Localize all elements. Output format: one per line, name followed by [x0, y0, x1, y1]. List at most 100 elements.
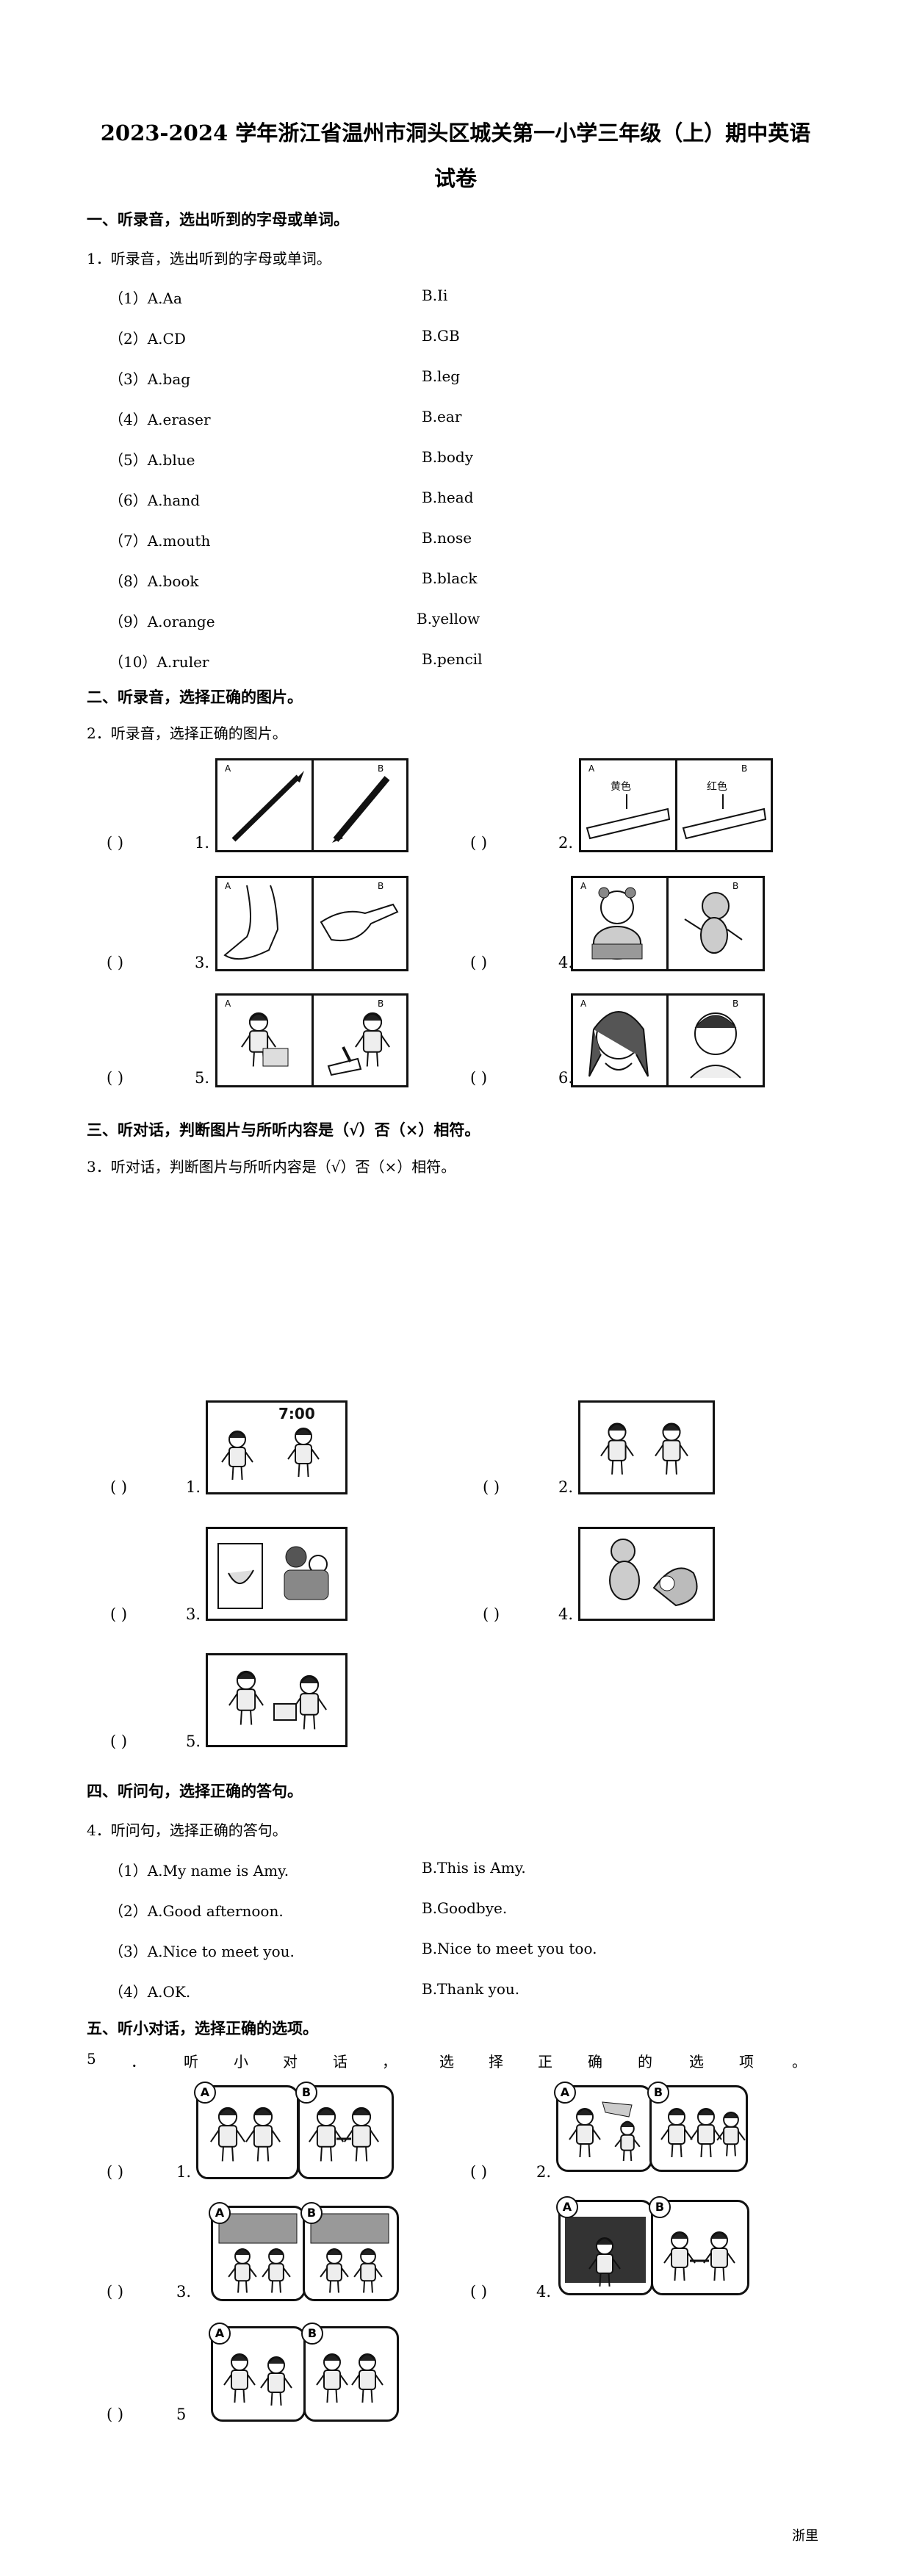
option-a[interactable]: （4）A.eraser [109, 411, 211, 428]
option-b[interactable]: B.body [422, 448, 473, 466]
option-b[interactable]: B.pencil [422, 650, 483, 668]
dialogue-drawing [218, 2213, 298, 2293]
option-a[interactable]: （3）A.Nice to meet you. [109, 1943, 295, 1960]
option-b[interactable]: B.GB [422, 327, 460, 345]
answer-blank[interactable]: ( ) [470, 834, 488, 852]
option-b[interactable]: B.Goodbye. [422, 1899, 508, 1917]
option-a[interactable]: （2）A.Good afternoon. [109, 1902, 284, 1920]
option-a-picture[interactable]: A [194, 2082, 299, 2179]
option-b-picture[interactable] [314, 878, 406, 969]
answer-blank[interactable]: ( ) [470, 1069, 488, 1087]
option-b[interactable]: B.Thank you. [422, 1980, 520, 1998]
option-a-picture[interactable]: A [554, 2082, 652, 2172]
option-b-picture[interactable] [314, 760, 406, 850]
question-5-char: 的 [638, 2053, 652, 2070]
answer-blank[interactable]: ( ) [107, 834, 124, 852]
option-b-label: B [732, 999, 739, 1009]
answer-blank[interactable]: ( ) [110, 1733, 128, 1750]
answer-blank[interactable]: ( ) [107, 2163, 124, 2181]
question-number: 2. [558, 1478, 574, 1496]
option-a-drawing [591, 887, 643, 960]
option-b-picture[interactable]: B [301, 2323, 399, 2422]
option-b[interactable]: B.nose [422, 529, 472, 547]
answer-blank[interactable]: ( ) [107, 2406, 124, 2423]
dialogue-drawing [310, 2213, 389, 2293]
question-number: 1. [186, 1478, 201, 1496]
option-b-picture[interactable]: B [647, 2082, 748, 2172]
answer-blank[interactable]: ( ) [107, 2283, 124, 2300]
option-a-picture[interactable] [573, 996, 666, 1085]
answer-blank[interactable]: ( ) [483, 1478, 500, 1496]
dialogue-picture [578, 1527, 715, 1621]
option-b[interactable]: B.leg [422, 367, 461, 385]
option-b-picture[interactable]: 红色 [677, 760, 771, 850]
option-b[interactable]: B.ear [422, 408, 462, 425]
option-a-picture[interactable] [573, 878, 666, 969]
option-a[interactable]: （9）A.orange [109, 613, 215, 630]
option-a[interactable]: （7）A.mouth [109, 532, 211, 550]
option-a-drawing [231, 771, 304, 842]
option-a-picture[interactable]: A [209, 2323, 306, 2422]
answer-blank[interactable]: ( ) [470, 954, 488, 971]
option-a-label: A [580, 999, 587, 1009]
section-5-heading: 五、听小对话，选择正确的选项。 [87, 2019, 318, 2037]
option-a[interactable]: （10）A.ruler [109, 653, 209, 671]
option-a-picture[interactable] [217, 878, 312, 969]
question-number: 5. [195, 1069, 210, 1087]
question-3: 3．听对话，判断图片与所听内容是（√）否（×）相符。 [87, 1158, 456, 1176]
dialogue-drawing [223, 2353, 292, 2406]
option-a-label: A [588, 763, 595, 774]
option-a-label: A [554, 2082, 576, 2104]
question-number: 2. [558, 834, 574, 852]
answer-blank[interactable]: ( ) [470, 2163, 488, 2181]
option-a-picture[interactable]: A [209, 2202, 306, 2301]
option-a-picture[interactable]: 黄色 [581, 760, 675, 850]
option-b[interactable]: B.Nice to meet you too. [422, 1940, 597, 1957]
answer-blank[interactable]: ( ) [470, 2283, 488, 2300]
question-5-char: 话 [333, 2053, 348, 2070]
option-a-picture[interactable] [217, 760, 312, 850]
option-a[interactable]: （1）A.Aa [109, 289, 182, 307]
option-b-label: B [741, 763, 748, 774]
answer-blank[interactable]: ( ) [483, 1605, 500, 1623]
section-2-heading: 二、听录音，选择正确的图片。 [87, 688, 303, 706]
option-a[interactable]: （8）A.book [109, 572, 199, 590]
option-b[interactable]: B.black [422, 569, 478, 587]
option-a-picture[interactable]: A [556, 2196, 653, 2295]
option-b-picture[interactable] [669, 878, 763, 969]
answer-blank[interactable]: ( ) [107, 1069, 124, 1087]
dialogue-drawing [609, 1539, 698, 1607]
option-a[interactable]: （6）A.hand [109, 492, 201, 509]
option-b-drawing [690, 1012, 741, 1079]
option-a-picture[interactable] [217, 996, 312, 1085]
answer-blank[interactable]: ( ) [110, 1605, 128, 1623]
answer-blank[interactable]: ( ) [107, 954, 124, 971]
question-number: 4. [558, 1605, 574, 1623]
question-number: 1. [195, 834, 210, 852]
dialogue-drawing [660, 2108, 746, 2158]
option-a[interactable]: （4）A.OK. [109, 1983, 191, 2001]
option-a[interactable]: （5）A.blue [109, 451, 195, 469]
question-number: 4. [536, 2283, 552, 2300]
question-5-char: ， [382, 2053, 397, 2070]
option-b-picture[interactable]: B [300, 2202, 399, 2301]
answer-blank[interactable]: ( ) [110, 1478, 128, 1496]
question-5-char: 听 [184, 2053, 198, 2070]
question-2: 2．听录音，选择正确的图片。 [87, 724, 287, 742]
option-a[interactable]: （1）A.My name is Amy. [109, 1862, 289, 1879]
option-b-picture[interactable]: B [295, 2082, 394, 2179]
option-b[interactable]: B.head [422, 489, 474, 506]
option-b-picture[interactable]: B [649, 2196, 749, 2295]
option-b[interactable]: B.yellow [417, 610, 480, 627]
dialogue-drawing [569, 2101, 641, 2162]
option-a-drawing [241, 1012, 289, 1067]
option-b-picture[interactable] [314, 996, 406, 1085]
option-a[interactable]: （3）A.bag [109, 370, 191, 388]
picture-divider [312, 878, 314, 969]
option-b[interactable]: B.Ii [422, 287, 448, 304]
option-b[interactable]: B.This is Amy. [422, 1859, 526, 1877]
option-b-picture[interactable] [669, 996, 763, 1085]
option-b-label: B [295, 2082, 317, 2104]
option-a[interactable]: （2）A.CD [109, 330, 186, 348]
